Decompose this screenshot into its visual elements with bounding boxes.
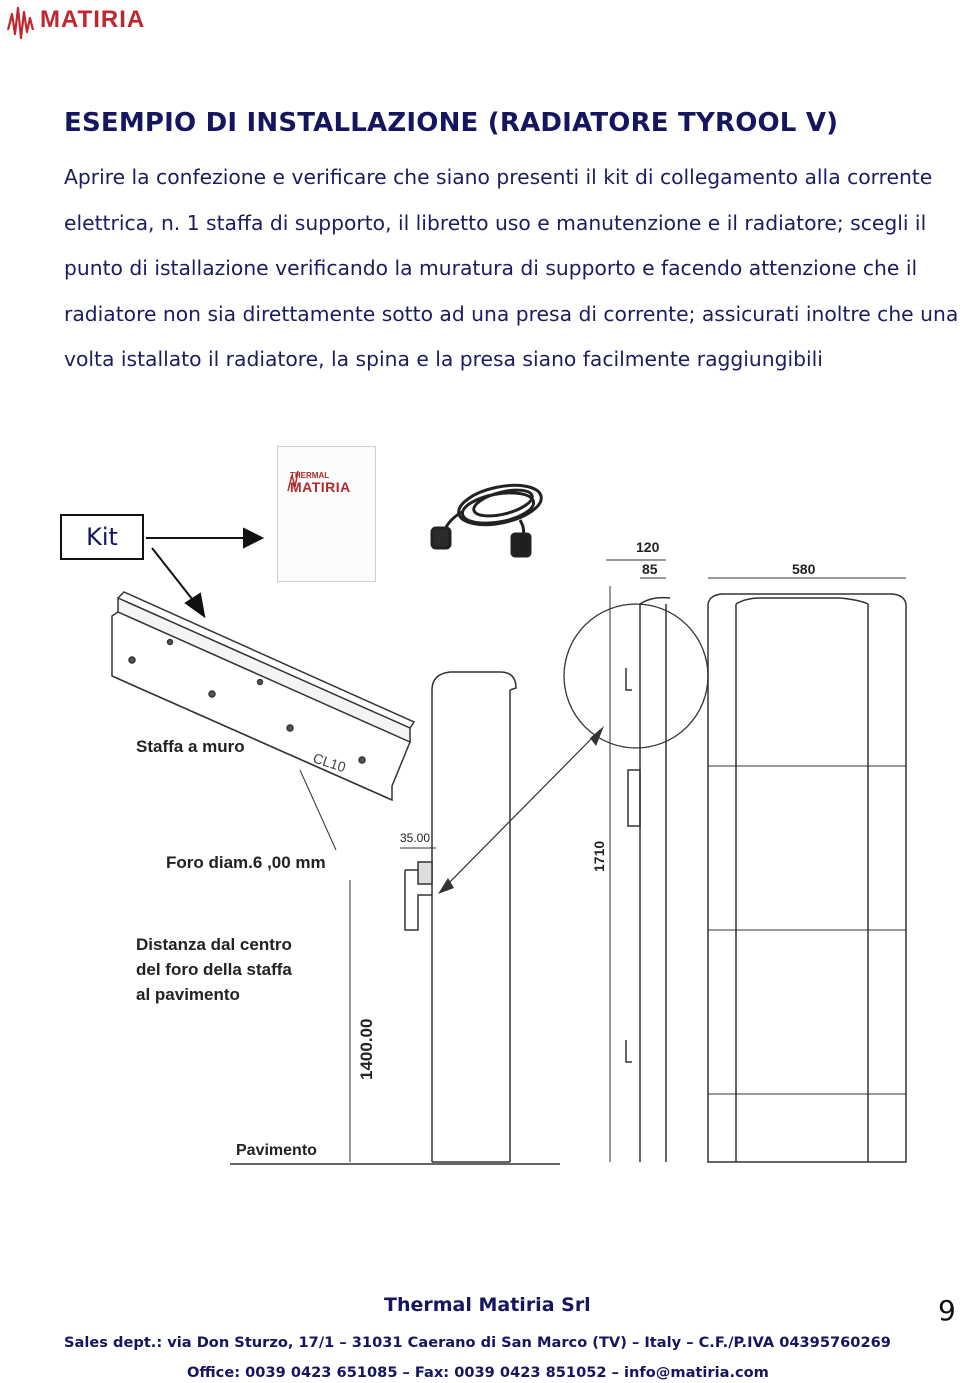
wall-bracket: [111, 591, 416, 802]
distance-label-line2: del foro della staffa: [136, 960, 292, 979]
detail-circle: [563, 603, 709, 749]
logo-text: MATIRIA: [40, 6, 146, 33]
dim-depth-inner: 85: [642, 561, 658, 577]
dim-bracket-offset: 35.00: [400, 831, 430, 845]
manual-logo-flame-icon: [287, 470, 299, 492]
power-cable-image: [430, 483, 543, 558]
radiator-profile: [625, 596, 671, 1162]
footer-sales-address: Sales dept.: via Don Sturzo, 17/1 – 3103…: [64, 1334, 891, 1351]
company-logo: MATIRIA: [6, 4, 176, 40]
hole-label: Foro diam.6 ,00 mm: [166, 853, 326, 872]
manual-logo-top: THERMAL: [290, 471, 330, 480]
distance-label-line1: Distanza dal centro: [136, 935, 292, 954]
radiator-side-view: [404, 671, 517, 1163]
leader-line: [299, 769, 337, 851]
page-number: 9: [938, 1294, 956, 1327]
dim-height-radiator: 1710: [591, 841, 607, 872]
installation-drawing: CL10 Staffa a muro Foro diam.6 ,00 mm Di…: [111, 483, 907, 1165]
detail-arrow: [439, 729, 601, 893]
page-heading: ESEMPIO DI INSTALLAZIONE (RADIATORE TYRO…: [64, 108, 839, 138]
floor-label: Pavimento: [236, 1142, 317, 1159]
kit-label: Kit: [86, 523, 118, 551]
dim-height-floor: 1400.00: [357, 1019, 376, 1080]
kit-arrows: [146, 527, 265, 619]
bracket-code: CL10: [311, 750, 348, 776]
footer-office-contacts: Office: 0039 0423 651085 – Fax: 0039 042…: [187, 1364, 769, 1381]
manual-logo-bottom: MATIRIA: [290, 479, 351, 495]
manual-booklet-image: THERMAL MATIRIA: [277, 446, 376, 582]
intro-paragraph: Aprire la confezione e verificare che si…: [64, 165, 959, 372]
footer-company: Thermal Matiria Srl: [384, 1294, 591, 1316]
logo-flame-icon: [6, 6, 35, 40]
dim-depth-total: 120: [636, 539, 660, 555]
kit-label-box: Kit: [60, 514, 144, 560]
dim-width: 580: [792, 561, 816, 577]
radiator-front-view: [707, 593, 907, 1163]
bracket-label: Staffa a muro: [136, 737, 245, 756]
distance-label-line3: al pavimento: [136, 985, 240, 1004]
